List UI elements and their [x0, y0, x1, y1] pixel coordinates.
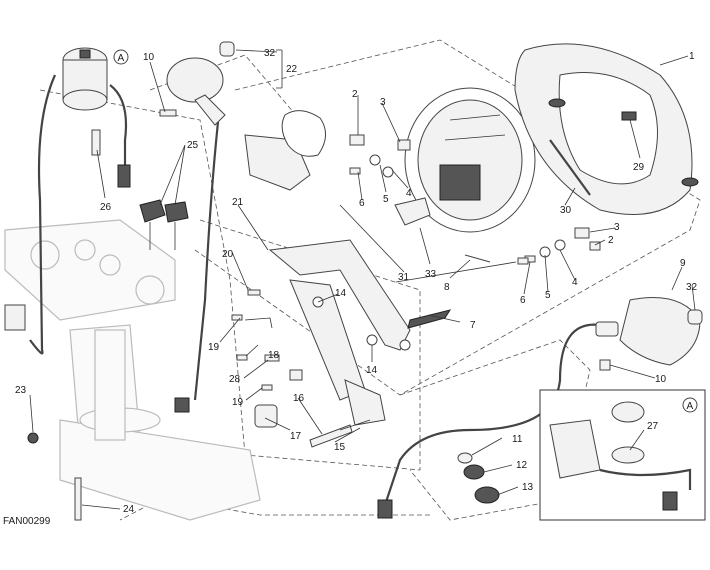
headlamp-rim	[514, 43, 699, 215]
callout-23: 23	[15, 385, 27, 396]
front-turn-signal	[166, 41, 235, 413]
mounting-hardware-left	[349, 134, 431, 226]
callout-6: 6	[359, 198, 365, 209]
callout-3: 3	[614, 222, 620, 233]
handlebar-connector	[4, 304, 26, 331]
headlamp-body	[404, 87, 536, 233]
callout-16: 16	[293, 393, 305, 404]
callout-11: 11	[512, 434, 523, 445]
rear-turn-signal	[595, 297, 703, 366]
headlamp-bracket	[268, 239, 411, 426]
rear-wire	[383, 323, 601, 506]
callout-13: 13	[522, 482, 534, 493]
signal-screw	[159, 109, 177, 117]
callout-32: 32	[264, 48, 276, 59]
callout-15: 15	[334, 442, 346, 453]
callout-22: 22	[286, 64, 298, 75]
cable-tie	[464, 254, 491, 263]
callout-10: 10	[655, 374, 667, 385]
callout-5: 5	[545, 290, 551, 301]
rim-clip	[621, 111, 637, 121]
detail-ref-label: A	[118, 53, 125, 64]
callout-19: 19	[208, 342, 220, 353]
rubber-mount	[254, 404, 278, 428]
callout-8: 8	[444, 282, 450, 293]
group-outline-headlamp	[194, 39, 701, 396]
callout-4: 4	[406, 188, 412, 199]
fasteners	[231, 257, 529, 391]
group-outline-rear	[399, 339, 591, 521]
callout-9: 9	[680, 258, 686, 269]
handlebar-wire	[29, 74, 57, 355]
callout-6: 6	[520, 295, 526, 306]
callout-12: 12	[516, 460, 528, 471]
mount-pin	[339, 419, 371, 431]
callout-24: 24	[123, 504, 135, 515]
callout-labels: 1 2 2 3 3 4 4 5 5 6 6 7 8 9 10 10 11 12 …	[15, 48, 698, 515]
headlamp-gasket	[549, 139, 591, 196]
callout-26: 26	[100, 202, 112, 213]
callout-25: 25	[187, 140, 199, 151]
callout-27: 27	[647, 421, 659, 432]
callout-18: 18	[268, 350, 280, 361]
washer-stack	[457, 452, 500, 504]
callout-3: 3	[380, 97, 386, 108]
mount-bolt	[309, 424, 353, 448]
headlamp-back-plate	[244, 110, 326, 191]
callout-5: 5	[383, 194, 389, 205]
callout-28: 28	[229, 374, 241, 385]
callout-32: 32	[686, 282, 698, 293]
detail-ref-marker	[113, 49, 129, 65]
callout-14: 14	[335, 288, 347, 299]
bracket-spring	[407, 309, 452, 329]
callout-4: 4	[572, 277, 578, 288]
callout-21: 21	[232, 197, 244, 208]
ignition-switch	[62, 47, 131, 188]
callout-2: 2	[608, 235, 614, 246]
steering-nut	[27, 432, 39, 444]
callout-2: 2	[352, 89, 358, 100]
steering-head-ghost	[4, 219, 261, 521]
callout-7: 7	[470, 320, 476, 331]
callout-10: 10	[143, 52, 155, 63]
callout-31: 31	[398, 272, 410, 283]
callout-17: 17	[290, 431, 302, 442]
inset-ref-label: A	[687, 401, 694, 412]
stem-bolt	[74, 477, 82, 521]
diagram-code: FAN00299	[3, 516, 51, 527]
callout-19: 19	[232, 397, 244, 408]
mounting-hardware-right	[524, 227, 601, 263]
leader-lines	[29, 49, 696, 510]
signal-nut	[599, 359, 611, 371]
callout-14: 14	[366, 365, 378, 376]
callout-20: 20	[222, 249, 234, 260]
callout-33: 33	[425, 269, 437, 280]
rear-connector	[377, 499, 393, 519]
callout-29: 29	[633, 162, 645, 173]
callout-1: 1	[689, 51, 695, 62]
detail-inset	[539, 389, 706, 521]
cable-clips	[139, 199, 189, 250]
ignition-bolt	[91, 129, 101, 156]
callout-30: 30	[560, 205, 572, 216]
